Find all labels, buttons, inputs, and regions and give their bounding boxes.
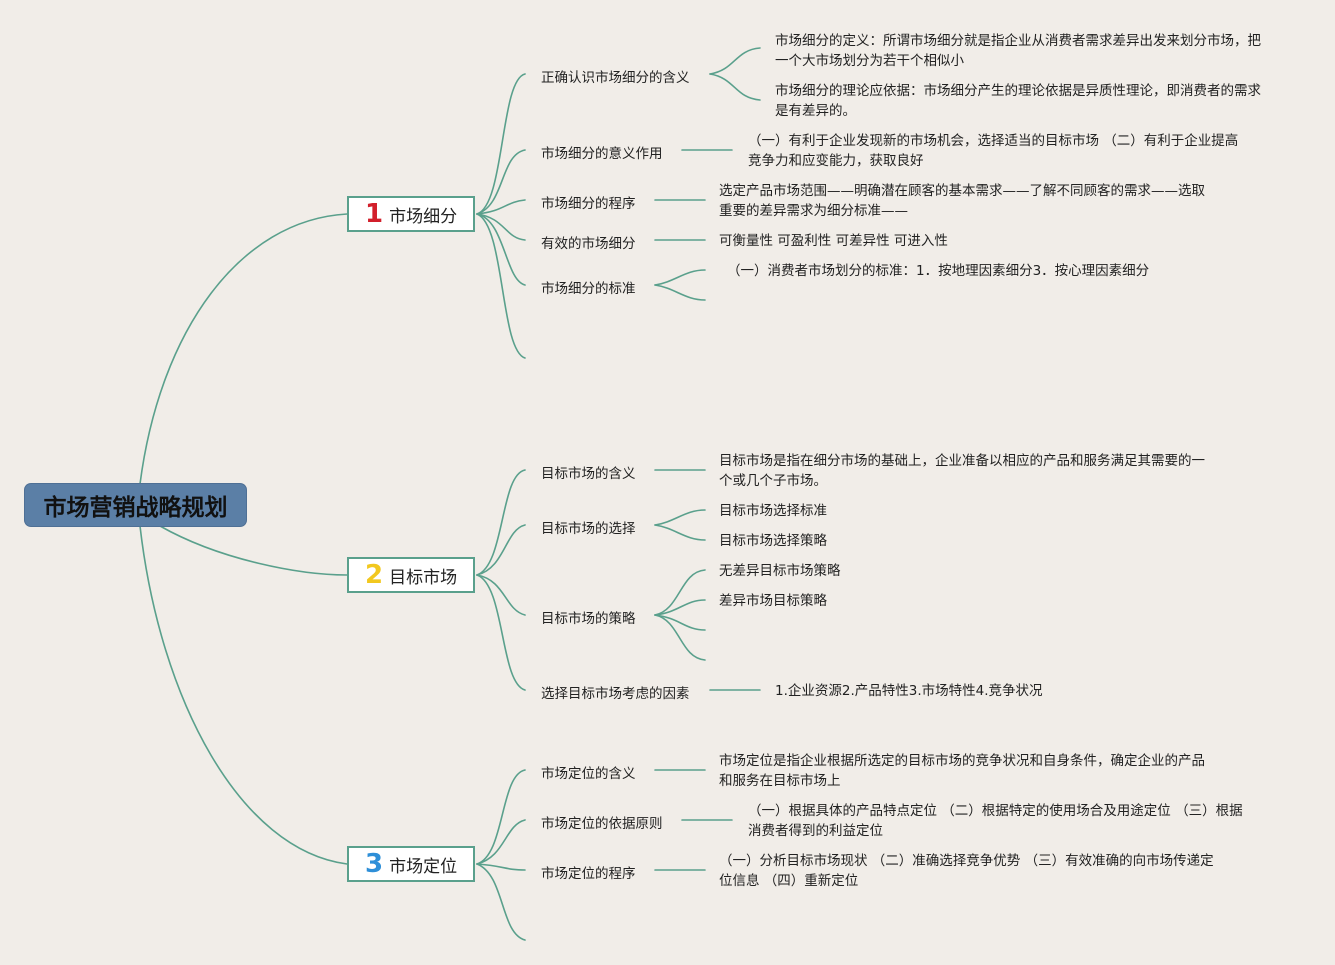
leaf-positioning-procedure[interactable]: （一）分析目标市场现状 （二）准确选择竞争优势 （三）有效准确的向市场传递定位信… (719, 853, 1214, 889)
subtopic-target-selection[interactable]: 目标市场的选择 (541, 521, 636, 537)
subtopic-target-meaning[interactable]: 目标市场的含义 (541, 466, 636, 482)
subtopic-segmentation-significance[interactable]: 市场细分的意义作用 (541, 146, 663, 162)
main-topic-label: 市场细分 (389, 206, 458, 227)
subtopic-target-factors[interactable]: 选择目标市场考虑的因素 (541, 686, 690, 702)
leaf-segmentation-procedure[interactable]: 选定产品市场范围——明确潜在顾客的基本需求——了解不同顾客的需求——选取重要的差… (719, 183, 1205, 219)
main-topic-market-segmentation[interactable]: 1 市场细分 (347, 196, 475, 232)
subtopic-positioning-principles[interactable]: 市场定位的依据原则 (541, 816, 663, 832)
leaf-undifferentiated-strategy[interactable]: 无差异目标市场策略 (719, 563, 841, 579)
subtopic-positioning-procedure[interactable]: 市场定位的程序 (541, 866, 636, 882)
subtopic-positioning-meaning[interactable]: 市场定位的含义 (541, 766, 636, 782)
subtopic-segmentation-criteria[interactable]: 市场细分的标准 (541, 281, 636, 297)
main-topic-label: 市场定位 (389, 856, 458, 877)
leaf-effective-segmentation[interactable]: 可衡量性 可盈利性 可差异性 可进入性 (719, 233, 948, 249)
main-topic-market-positioning[interactable]: 3 市场定位 (347, 846, 475, 882)
number-one-marker: 1 (365, 199, 384, 229)
leaf-consumer-criteria[interactable]: （一）消费者市场划分的标准：1．按地理因素细分3．按心理因素细分 (727, 263, 1150, 279)
subtopic-effective-segmentation[interactable]: 有效的市场细分 (541, 236, 636, 252)
leaf-segmentation-significance[interactable]: （一）有利于企业发现新的市场机会，选择适当的目标市场 （二）有利于企业提高竞争力… (748, 133, 1239, 169)
subtopic-segmentation-meaning[interactable]: 正确认识市场细分的含义 (541, 70, 690, 86)
number-two-marker: 2 (365, 560, 384, 590)
leaf-segmentation-definition[interactable]: 市场细分的定义：所谓市场细分就是指企业从消费者需求差异出发来划分市场，把一个大市… (775, 33, 1261, 69)
leaf-positioning-principles[interactable]: （一）根据具体的产品特点定位 （二）根据特定的使用场合及用途定位 （三）根据消费… (748, 803, 1243, 839)
leaf-target-selection-strategy[interactable]: 目标市场选择策略 (719, 533, 827, 549)
leaf-differentiated-strategy[interactable]: 差异市场目标策略 (719, 593, 827, 609)
central-topic[interactable]: 市场营销战略规划 (25, 484, 246, 526)
number-three-marker: 3 (365, 849, 384, 879)
main-topic-target-market[interactable]: 2 目标市场 (347, 557, 475, 593)
leaf-target-selection-criteria[interactable]: 目标市场选择标准 (719, 503, 827, 519)
leaf-segmentation-theory[interactable]: 市场细分的理论应依据：市场细分产生的理论依据是异质性理论，即消费者的需求是有差异… (775, 83, 1261, 119)
leaf-target-meaning[interactable]: 目标市场是指在细分市场的基础上，企业准备以相应的产品和服务满足其需要的一个或几个… (719, 453, 1205, 489)
main-topic-label: 目标市场 (389, 567, 458, 588)
leaf-target-factors[interactable]: 1.企业资源2.产品特性3.市场特性4.竞争状况 (775, 683, 1043, 699)
leaf-positioning-meaning[interactable]: 市场定位是指企业根据所选定的目标市场的竞争状况和自身条件，确定企业的产品和服务在… (719, 753, 1205, 789)
subtopic-target-strategy[interactable]: 目标市场的策略 (541, 611, 636, 627)
subtopic-segmentation-procedure[interactable]: 市场细分的程序 (541, 196, 636, 212)
